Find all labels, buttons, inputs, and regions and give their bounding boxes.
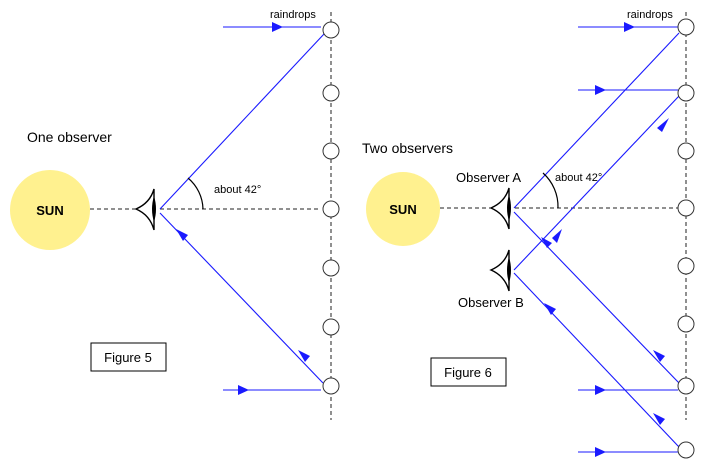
- one-observer-heading: One observer: [27, 129, 112, 145]
- observer-a-eye: [489, 187, 511, 230]
- figure-6-panel: Two observers SUN raindrops about 42: [362, 9, 695, 459]
- two-observers-heading: Two observers: [362, 140, 453, 156]
- figure-5-panel: One observer SUN raindrops about 42°: [10, 9, 340, 420]
- ray-b-arrow-upper: [657, 118, 669, 132]
- ray-b-bottom: [513, 272, 680, 448]
- observer-b-label: Observer B: [458, 295, 524, 310]
- incoming-ray-arrow: [595, 385, 606, 395]
- ray-a-arrow-upper: [541, 237, 552, 248]
- observer-eye: [134, 188, 156, 231]
- sun-label: SUN: [389, 202, 416, 217]
- sun: [10, 170, 90, 250]
- angle-label: about 42°: [555, 172, 602, 184]
- raindrop: [677, 84, 695, 102]
- ray-b-arrow-lower: [544, 303, 556, 315]
- figure-5-label: Figure 5: [104, 350, 152, 365]
- incoming-ray-arrow: [595, 85, 606, 95]
- ray-a-bottom: [513, 211, 680, 384]
- ray-to-top-drop: [159, 33, 325, 210]
- raindrop: [322, 142, 340, 160]
- raindrop: [322, 84, 340, 102]
- raindrop: [677, 377, 695, 395]
- ray-a-top: [513, 32, 680, 209]
- raindrop: [677, 257, 695, 275]
- raindrop: [677, 18, 695, 36]
- raindrop: [322, 259, 340, 277]
- raindrops-label: raindrops: [627, 9, 673, 21]
- ray-arrow-lower: [298, 350, 310, 362]
- ray-b-arrow-bottom: [653, 413, 665, 425]
- raindrop: [677, 199, 695, 217]
- sun: [366, 172, 440, 246]
- ray-from-bottom-drop: [159, 212, 324, 384]
- raindrop: [322, 377, 340, 395]
- ray-b-top: [513, 95, 680, 271]
- angle-arc: [187, 177, 204, 210]
- incoming-ray-arrow: [624, 22, 635, 32]
- ray-a-arrow-lower: [653, 350, 665, 362]
- ray-arrow-upper: [176, 229, 188, 241]
- figure-6-box: [430, 357, 507, 387]
- raindrops-label: raindrops: [270, 9, 316, 21]
- incoming-ray-bottom-arrow: [238, 385, 249, 395]
- incoming-ray-arrow: [595, 447, 606, 457]
- angle-label: about 42°: [214, 184, 261, 196]
- ray-b-arrow-middle: [552, 229, 562, 243]
- observer-a-label: Observer A: [456, 170, 521, 185]
- raindrop: [677, 315, 695, 333]
- figure-6-label: Figure 6: [444, 365, 492, 380]
- figure-5-box: [90, 342, 167, 372]
- raindrop: [677, 441, 695, 459]
- raindrop: [322, 318, 340, 336]
- raindrop: [322, 21, 340, 39]
- raindrop: [322, 200, 340, 218]
- sun-label: SUN: [36, 203, 63, 218]
- angle-arc: [542, 172, 559, 209]
- observer-b-eye: [489, 249, 511, 292]
- incoming-ray-top-arrow: [272, 22, 283, 32]
- raindrop: [677, 142, 695, 160]
